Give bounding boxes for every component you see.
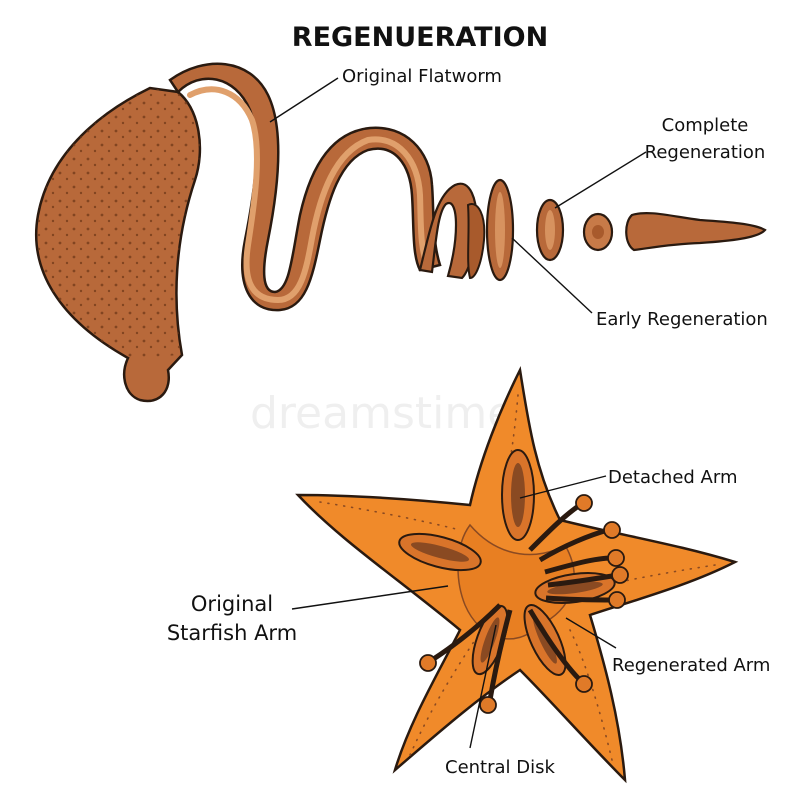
flatworm-head-texture: [36, 88, 200, 358]
leader-complete-regeneration: [554, 151, 647, 209]
flatworm-illustration: [35, 62, 486, 403]
leader-regenerated-arm: [565, 617, 617, 649]
leader-detached-arm: [519, 475, 607, 499]
flatworm-fragments: [485, 178, 767, 282]
label-regenerated-arm: Regenerated Arm: [612, 655, 770, 676]
leader-original-flatworm: [269, 77, 339, 123]
flatworm-tail-loop: [418, 182, 478, 280]
fragment-2-core: [545, 210, 555, 250]
watermark: dreamstime: [250, 388, 514, 439]
leader-original-starfish-arm: [291, 585, 449, 610]
flatworm-inner-stripe: [187, 86, 431, 304]
label-complete-regeneration-1: Complete: [662, 115, 749, 136]
regenerated-worm: [625, 212, 767, 252]
label-original-starfish-arm-2: Starfish Arm: [167, 621, 297, 645]
fragment-1-core: [495, 192, 505, 268]
fragment-3-core: [592, 225, 604, 239]
label-detached-arm: Detached Arm: [608, 467, 737, 488]
label-original-flatworm: Original Flatworm: [342, 66, 502, 87]
starfish-illustration: [295, 365, 739, 784]
starfish-dots: [319, 394, 716, 761]
leader-early-regeneration: [511, 237, 593, 314]
label-central-disk: Central Disk: [445, 757, 556, 778]
leader-central-disk: [469, 624, 497, 749]
starfish-tube-feet: [419, 494, 629, 714]
label-complete-regeneration-2: Regeneration: [645, 142, 766, 163]
diagram-title: REGENUERATION: [292, 22, 548, 53]
label-original-starfish-arm-1: Original: [191, 592, 273, 616]
flatworm-tail-end: [466, 203, 486, 280]
label-early-regeneration: Early Regeneration: [596, 309, 768, 330]
